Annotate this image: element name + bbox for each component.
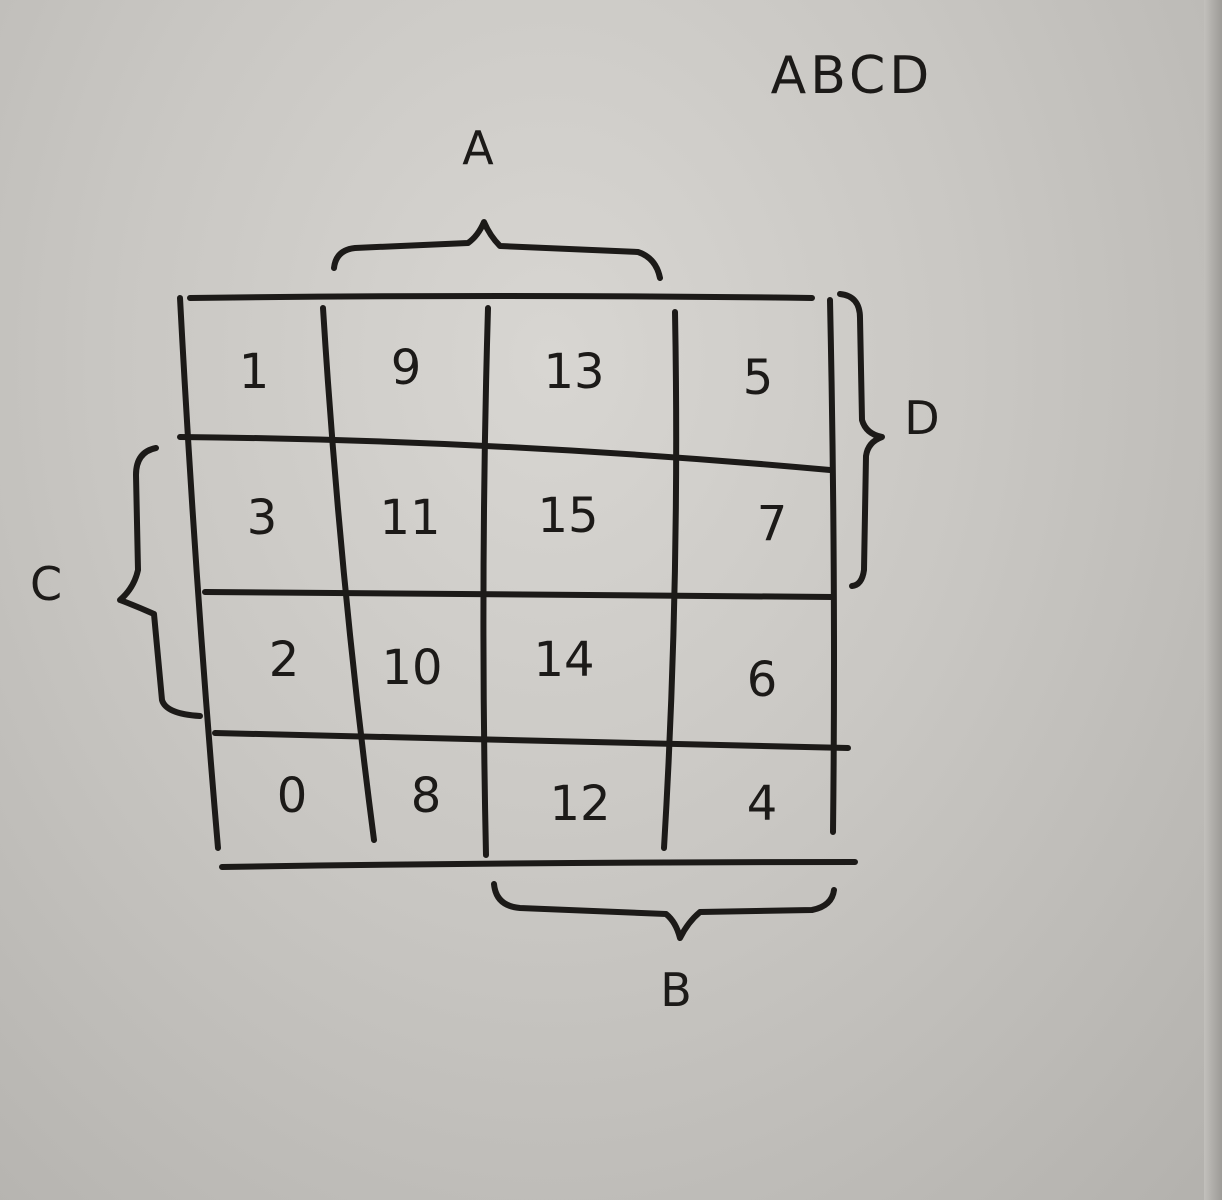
brace-a <box>331 219 663 281</box>
grid-line-col2 <box>480 305 491 858</box>
cell-r3-c1: 2 <box>269 632 300 688</box>
cell-r2-c2: 11 <box>379 490 440 546</box>
cell-r4-c2: 8 <box>411 768 442 824</box>
brace-b <box>491 881 837 941</box>
grid-line-top <box>187 293 815 301</box>
grid-line-col3 <box>661 309 680 851</box>
grid-line-bottom <box>219 859 858 870</box>
cell-r1-c2: 9 <box>391 340 422 396</box>
cell-r3-c4: 6 <box>747 652 778 708</box>
grid-line-row2 <box>202 589 836 600</box>
cell-r1-c3: 13 <box>543 344 604 400</box>
grid-line-row3 <box>212 730 851 751</box>
whiteboard-frame <box>1204 0 1222 1200</box>
label-d: D <box>904 391 939 445</box>
grid-line-row1 <box>177 434 833 473</box>
grid-line-col0 <box>177 295 221 851</box>
brace-d <box>837 291 885 589</box>
cell-r4-c4: 4 <box>747 776 778 832</box>
variable-order-label: ABCD <box>771 46 934 106</box>
cell-r4-c1: 0 <box>277 768 308 824</box>
label-c: C <box>30 557 62 611</box>
grid-line-col1 <box>320 305 377 843</box>
label-a: A <box>462 121 494 175</box>
kmap-grid <box>177 293 858 870</box>
cell-r4-c3: 12 <box>549 776 610 832</box>
label-b: B <box>660 963 692 1017</box>
cell-r2-c3: 15 <box>537 488 598 544</box>
cell-r1-c1: 1 <box>239 344 270 400</box>
brace-c <box>117 445 203 719</box>
kmap-cells: 1 9 13 5 3 11 15 7 2 10 14 6 0 8 12 4 <box>239 340 788 832</box>
cell-r2-c4: 7 <box>757 496 788 552</box>
cell-r2-c1: 3 <box>247 490 278 546</box>
cell-r3-c3: 14 <box>533 632 594 688</box>
cell-r1-c4: 5 <box>743 350 774 406</box>
kmap-braces <box>117 219 885 941</box>
cell-r3-c2: 10 <box>381 640 442 696</box>
grid-line-col4 <box>827 297 837 835</box>
